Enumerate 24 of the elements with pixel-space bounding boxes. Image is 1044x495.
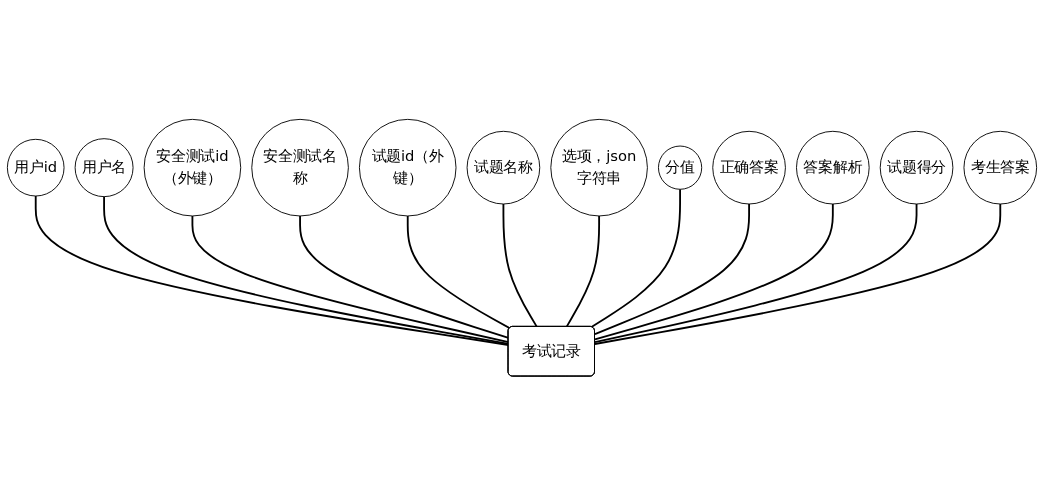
node-circle: 试题id（外键） xyxy=(358,118,457,217)
connector xyxy=(406,214,511,329)
connector xyxy=(565,214,601,328)
connector xyxy=(594,202,918,343)
connector xyxy=(299,214,510,339)
node-circle: 分值 xyxy=(658,145,703,190)
node-circle: 用户id xyxy=(6,138,65,197)
connector xyxy=(594,202,1002,345)
node-circle: 正确答案 xyxy=(712,130,786,205)
node-circle: 安全测试名称 xyxy=(251,118,349,217)
connector xyxy=(34,194,510,346)
node-circle: 用户名 xyxy=(74,138,134,197)
connector xyxy=(502,202,538,328)
node-circle: 选项，json字符串 xyxy=(550,118,648,217)
connector xyxy=(594,202,750,335)
connector xyxy=(191,214,510,343)
node-circle: 安全测试id（外键） xyxy=(143,118,242,217)
node-circle: 答案解析 xyxy=(796,130,870,205)
node-circle: 考生答案 xyxy=(963,130,1038,205)
node-circle: 试题得分 xyxy=(879,130,954,205)
node-circle: 试题名称 xyxy=(466,130,541,205)
connector xyxy=(103,195,510,345)
connector xyxy=(590,188,681,328)
connector xyxy=(594,202,834,341)
